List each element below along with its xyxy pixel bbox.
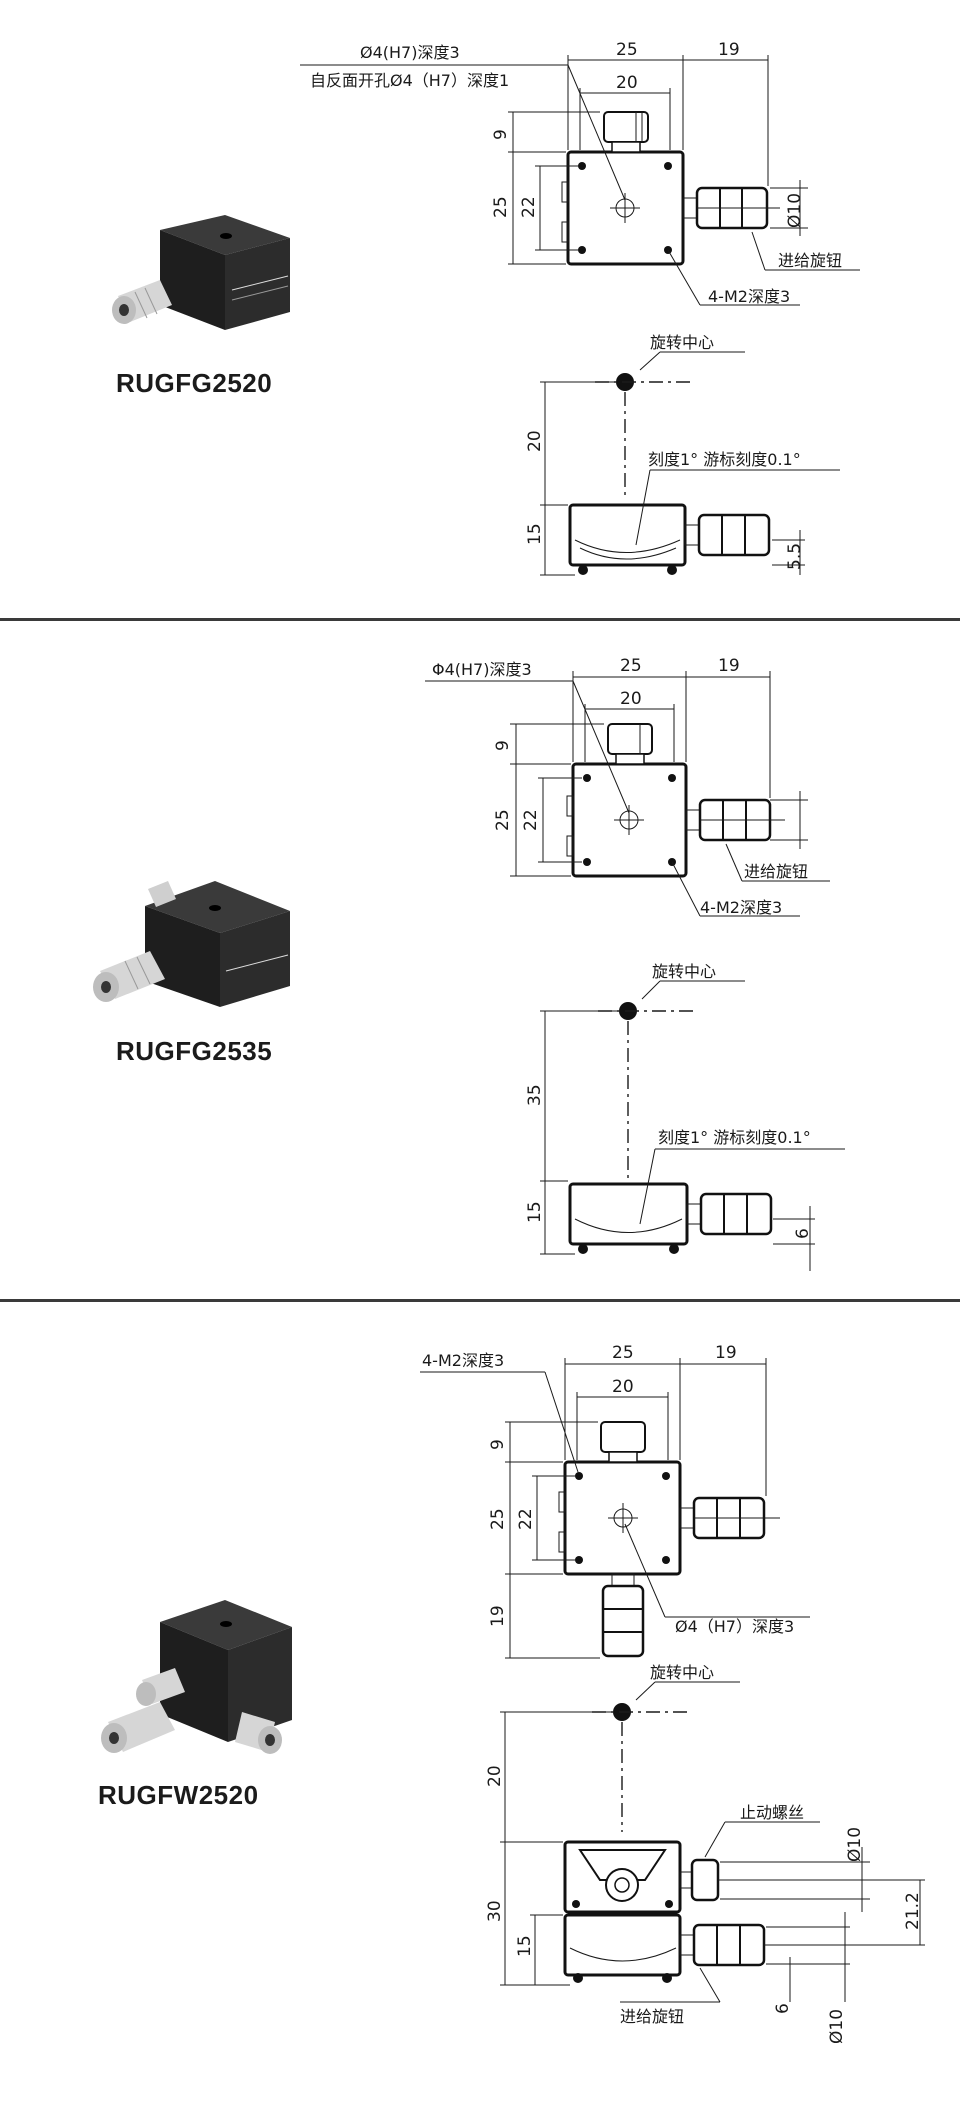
product-panel-1: RUGFG2520	[0, 0, 960, 618]
divider	[0, 1299, 960, 1302]
scale-label: 刻度1° 游标刻度0.1°	[658, 1128, 811, 1147]
product-photo-1	[112, 215, 290, 330]
dim-small: 6	[773, 2003, 793, 2014]
model-label: RUGFG2535	[116, 1036, 273, 1066]
dim-body: 15	[525, 1201, 545, 1223]
dim-total: 30	[485, 1900, 505, 1922]
dim-knob: 19	[718, 656, 740, 676]
dim-height: 25	[491, 196, 511, 218]
hole-note: Φ4(H7)深度3	[432, 660, 532, 679]
dim-dia: Ø10	[845, 1827, 865, 1862]
dim-height: 25	[488, 1508, 508, 1530]
knob-label: 进给旋钮	[778, 251, 842, 270]
dim-dia: Ø10	[785, 193, 805, 228]
dim-inner-h: 22	[519, 196, 539, 218]
hole-note: Ø4(H7)深度3	[360, 43, 460, 62]
knob-label: 进给旋钮	[744, 862, 808, 881]
stop-label: 止动螺丝	[740, 1803, 804, 1822]
stage-side-view	[568, 1182, 689, 1246]
dim-knob: 19	[718, 40, 740, 60]
dim-knob: 19	[715, 1343, 737, 1363]
drawing-3: 4-M2深度3 25 20 19 9 25 22 19 Ø4（H7）深度3	[420, 1343, 925, 2044]
dim-top: 9	[491, 129, 511, 140]
drawing-1: Ø4(H7)深度3 自反面开孔Ø4（H7）深度1 25 20 19 9 25 2…	[300, 40, 860, 576]
dim-center: 35	[525, 1084, 545, 1106]
scale-label: 刻度1° 游标刻度0.1°	[648, 450, 801, 469]
dim-width: 25	[616, 40, 638, 60]
dim-top: 9	[488, 1439, 508, 1450]
drawing-2: Φ4(H7)深度3 25 20 19 9 25 22 进给旋钮 4-M2深度3 …	[425, 656, 845, 1271]
dim-dia-2: Ø10	[827, 2009, 847, 2044]
model-label: RUGFG2520	[116, 368, 273, 398]
dim-inner: 20	[612, 1377, 634, 1397]
knob-label: 进给旋钮	[620, 2007, 684, 2026]
screw-label: 4-M2深度3	[422, 1351, 504, 1370]
product-panel-2: RUGFG2535	[0, 621, 960, 1299]
dim-small: 6	[793, 1228, 813, 1239]
dim-center: 20	[485, 1765, 505, 1787]
center-label: 旋转中心	[650, 1663, 714, 1682]
dim-height: 25	[493, 809, 513, 831]
dim-width: 25	[612, 1343, 634, 1363]
dim-small: 5.5	[785, 543, 805, 570]
hole-note: Ø4（H7）深度3	[675, 1617, 794, 1636]
dim-inner: 20	[616, 73, 638, 93]
product-photo-3	[101, 1600, 292, 1754]
dim-right: 21.2	[903, 1892, 923, 1930]
screw-label: 4-M2深度3	[708, 287, 790, 306]
dim-body: 15	[525, 523, 545, 545]
dim-inner-h: 22	[521, 809, 541, 831]
center-label: 旋转中心	[652, 962, 716, 981]
stage-side-lower	[563, 1913, 682, 1977]
dim-center: 20	[525, 430, 545, 452]
dim-inner: 20	[620, 689, 642, 709]
hole-note-2: 自反面开孔Ø4（H7）深度1	[310, 71, 509, 90]
stage-side-view	[568, 503, 687, 567]
dim-width: 25	[620, 656, 642, 676]
dim-bottom: 19	[488, 1605, 508, 1627]
screw-label: 4-M2深度3	[700, 898, 782, 917]
center-label: 旋转中心	[650, 333, 714, 352]
product-panel-3: RUGFW2520	[0, 1302, 960, 2105]
dim-inner-h: 22	[516, 1508, 536, 1530]
model-label: RUGFW2520	[98, 1780, 259, 1810]
product-photo-2	[93, 881, 290, 1007]
divider	[0, 618, 960, 621]
dim-top: 9	[493, 740, 513, 751]
dim-body: 15	[515, 1935, 535, 1957]
